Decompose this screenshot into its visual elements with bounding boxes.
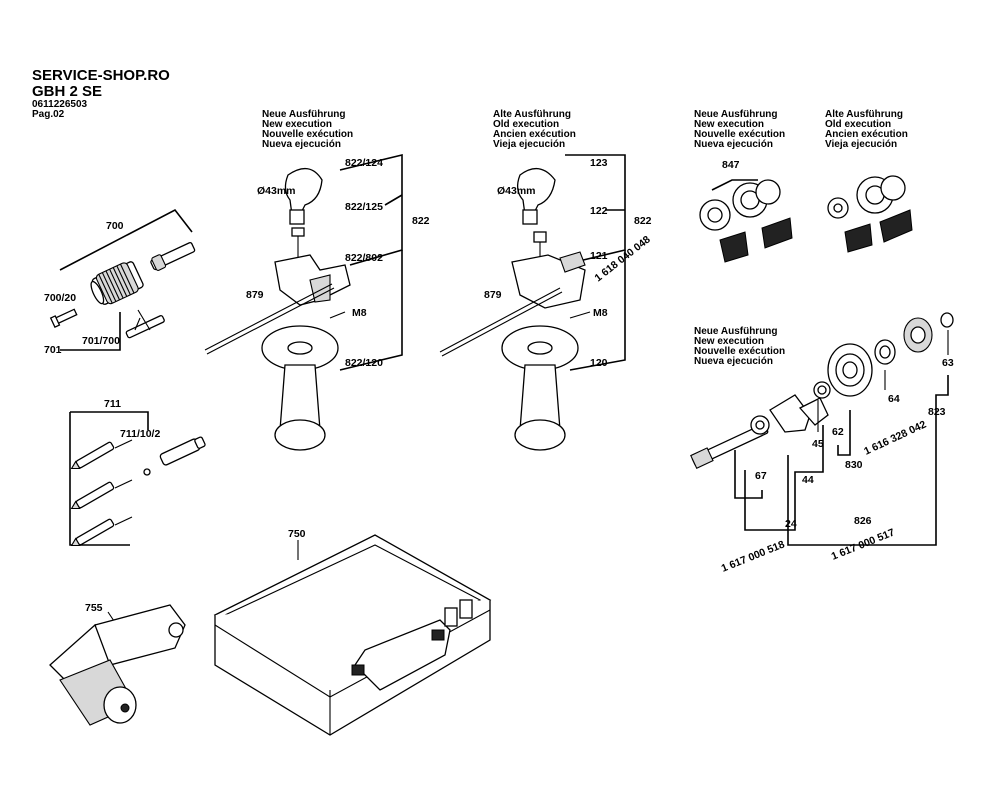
label-121: 121 bbox=[590, 250, 608, 262]
label-45: 45 bbox=[812, 438, 824, 450]
label-755: 755 bbox=[85, 602, 103, 614]
label-701-700: 701/700 bbox=[82, 335, 120, 347]
bits-group-711 bbox=[69, 411, 206, 547]
page-number: Pag.02 bbox=[32, 109, 65, 120]
label-120: 120 bbox=[590, 357, 608, 369]
label-122: 122 bbox=[590, 205, 608, 217]
part-group-847-new bbox=[699, 179, 793, 263]
label-822-120: 822/120 bbox=[345, 357, 383, 369]
gear-assembly bbox=[690, 312, 954, 546]
part-group-847-old bbox=[827, 175, 913, 253]
label-879-old: 879 bbox=[484, 289, 502, 301]
label-700-20: 700/20 bbox=[44, 292, 76, 304]
label-d43-old: Ø43mm bbox=[497, 185, 536, 197]
side-handle-old bbox=[439, 154, 626, 451]
label-62: 62 bbox=[832, 426, 844, 438]
label-830: 830 bbox=[845, 459, 863, 471]
label-700: 700 bbox=[106, 220, 124, 232]
label-711-10-2: 711/10/2 bbox=[120, 428, 160, 440]
label-64: 64 bbox=[888, 393, 900, 405]
label-123: 123 bbox=[590, 157, 608, 169]
label-24: 24 bbox=[785, 518, 797, 530]
label-44: 44 bbox=[802, 474, 814, 486]
label-823: 823 bbox=[928, 406, 946, 418]
label-822-new: 822 bbox=[412, 215, 430, 227]
label-822-802: 822/802 bbox=[345, 252, 383, 264]
label-701: 701 bbox=[44, 344, 62, 356]
label-822-old: 822 bbox=[634, 215, 652, 227]
label-code-1617-518: 1 617 000 518 bbox=[720, 538, 787, 574]
label-711: 711 bbox=[104, 398, 121, 410]
label-67: 67 bbox=[755, 470, 767, 482]
chuck-group-700 bbox=[49, 208, 196, 351]
label-826: 826 bbox=[854, 515, 872, 527]
part-number: 0611226503 bbox=[32, 98, 88, 110]
label-750: 750 bbox=[288, 528, 306, 540]
model-title: GBH 2 SE bbox=[32, 82, 103, 100]
label-code-1616: 1 616 328 042 bbox=[862, 418, 928, 457]
label-822-124: 822/124 bbox=[345, 157, 383, 169]
shop-title: SERVICE-SHOP.RO bbox=[32, 67, 170, 84]
label-822-125: 822/125 bbox=[345, 201, 383, 213]
label-63: 63 bbox=[942, 357, 954, 369]
label-d43-new: Ø43mm bbox=[257, 185, 296, 197]
label-879-new: 879 bbox=[246, 289, 264, 301]
label-847: 847 bbox=[722, 159, 740, 171]
label-m8-new: M8 bbox=[352, 307, 367, 319]
side-handle-new-822 bbox=[204, 153, 403, 451]
carrying-case-750 bbox=[213, 534, 492, 736]
document-header: SERVICE-SHOP.RO GBH 2 SE 0611226503 Pag.… bbox=[32, 68, 170, 121]
angle-head-755 bbox=[49, 604, 186, 726]
label-m8-old: M8 bbox=[593, 307, 608, 319]
